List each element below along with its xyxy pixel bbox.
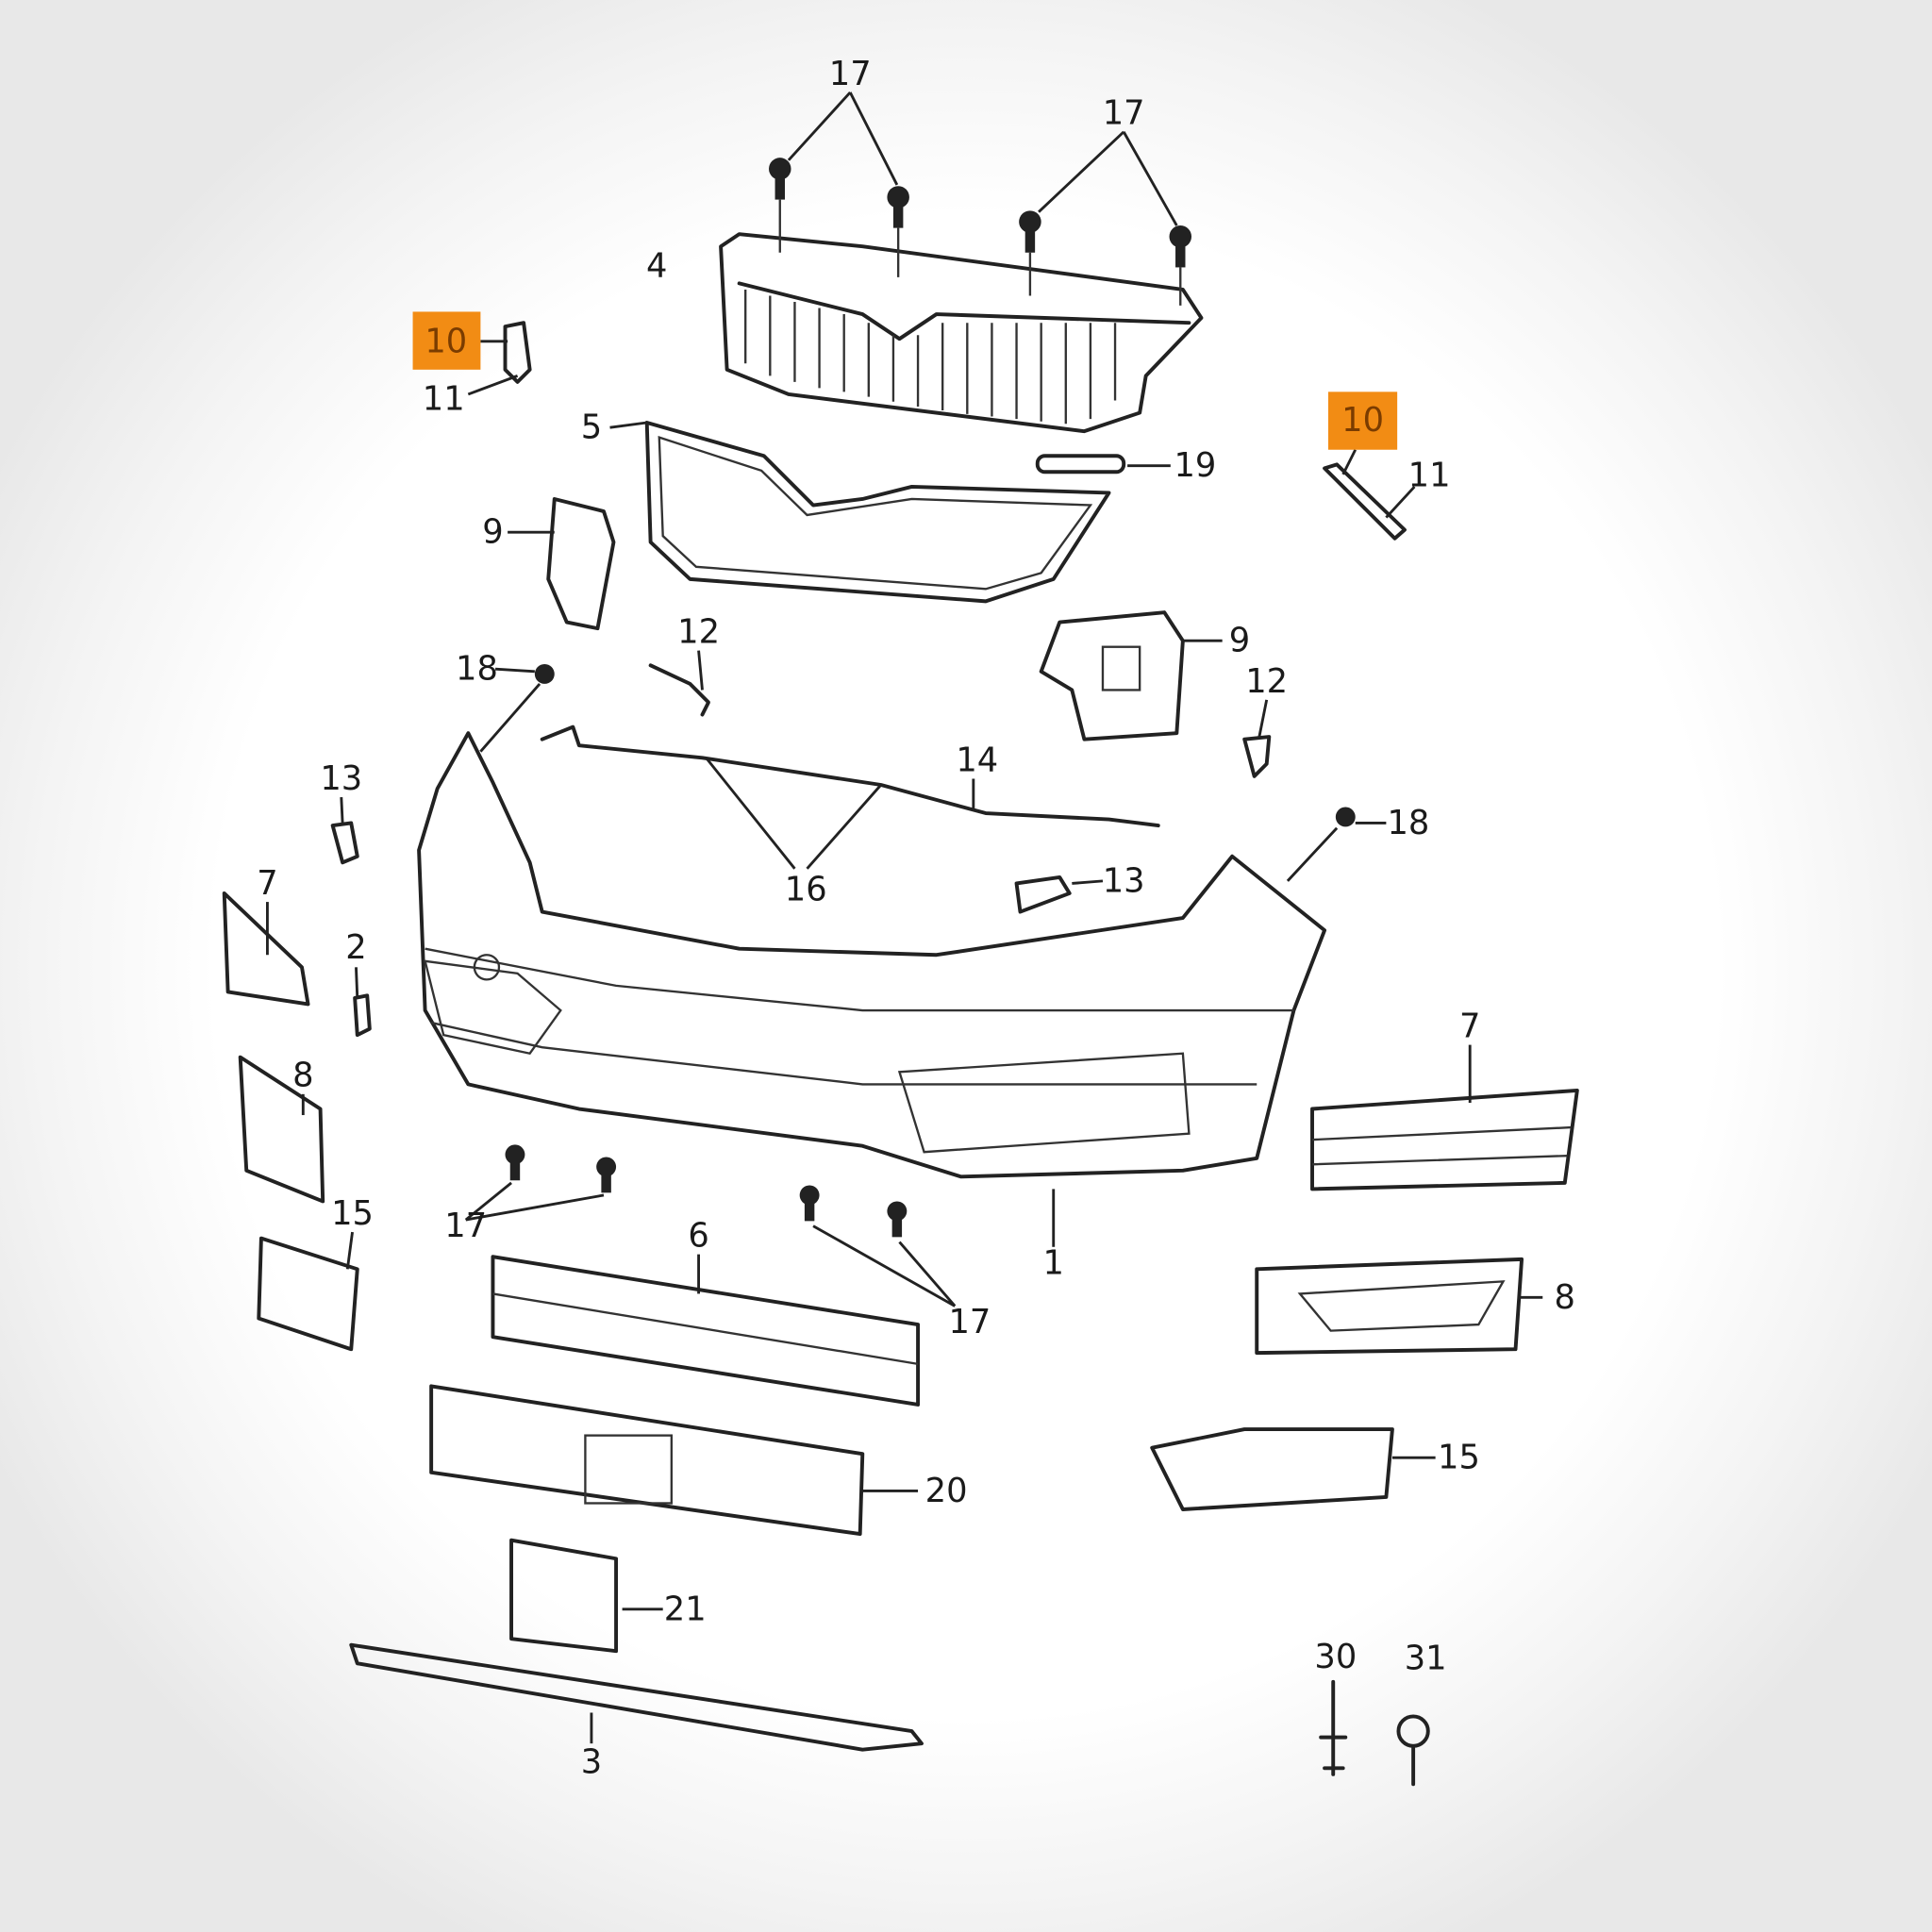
grille-7-left [222, 891, 310, 1007]
callout-11: 11 [1408, 457, 1451, 495]
callout-9: 9 [1229, 622, 1250, 660]
grille-part-4 [719, 232, 1204, 434]
bumper-cover-part-1 [417, 731, 1327, 1247]
callout-6: 6 [688, 1217, 708, 1256]
callout-4: 4 [646, 247, 667, 286]
callout-15: 15 [331, 1194, 374, 1233]
bracket-part-9-left [546, 497, 616, 631]
callout-1: 1 [1043, 1243, 1064, 1282]
callout-14: 14 [956, 741, 998, 779]
callout-10-highlighted: 10 [1341, 401, 1384, 440]
callout-17: 17 [444, 1207, 487, 1245]
screw-31 [1396, 1714, 1430, 1748]
spoiler-part-3 [349, 1642, 924, 1752]
callout-11: 11 [423, 380, 465, 419]
grille-frame-part-5 [609, 421, 1111, 604]
callout-12: 12 [1245, 662, 1288, 701]
clip-12-left [648, 663, 710, 717]
callout-3: 3 [581, 1742, 602, 1781]
callout-15: 15 [1438, 1439, 1480, 1477]
highlight-box-10-left [412, 311, 481, 370]
callout-17: 17 [948, 1303, 991, 1341]
callout-2: 2 [345, 928, 366, 967]
callout-31: 31 [1405, 1640, 1447, 1678]
callout-18: 18 [1387, 804, 1429, 842]
part-10-left [503, 321, 532, 384]
callout-5: 5 [581, 408, 602, 447]
callout-8: 8 [1555, 1278, 1575, 1317]
foglamp-15-right [1150, 1427, 1394, 1511]
callout-16: 16 [785, 871, 827, 909]
clip-12-right [1242, 735, 1272, 778]
callout-20: 20 [925, 1472, 968, 1510]
callout-19: 19 [1174, 446, 1217, 485]
callout-13: 13 [320, 759, 362, 798]
callout-18: 18 [456, 650, 498, 689]
highlight-box-10-right [1328, 391, 1398, 450]
grille-part-6 [491, 1255, 921, 1407]
part-10-right [1323, 462, 1407, 541]
grille-part-20 [429, 1384, 865, 1537]
part-19 [1035, 454, 1126, 475]
bolts-17-top [769, 91, 1192, 306]
callout-30: 30 [1314, 1638, 1357, 1676]
bolt-30 [1319, 1679, 1348, 1776]
callout-9: 9 [482, 513, 503, 552]
callout-17: 17 [1103, 94, 1145, 133]
callout-21: 21 [664, 1590, 707, 1628]
bracket-part-21 [509, 1538, 619, 1654]
foglamp-15-left [257, 1236, 359, 1352]
callout-8: 8 [292, 1057, 313, 1095]
wiring-harness-14 [540, 724, 1160, 828]
callout-12: 12 [677, 613, 720, 652]
callout-7: 7 [1459, 1008, 1480, 1046]
callout-17: 17 [829, 55, 872, 93]
grille-7-right [1310, 1088, 1579, 1191]
callout-10-highlighted: 10 [425, 322, 467, 360]
bracket-part-9-right [1039, 610, 1185, 741]
callout-13: 13 [1103, 861, 1145, 900]
grille-8-right [1255, 1257, 1524, 1356]
grille-8-left [238, 1055, 325, 1204]
callout-7: 7 [257, 864, 277, 903]
